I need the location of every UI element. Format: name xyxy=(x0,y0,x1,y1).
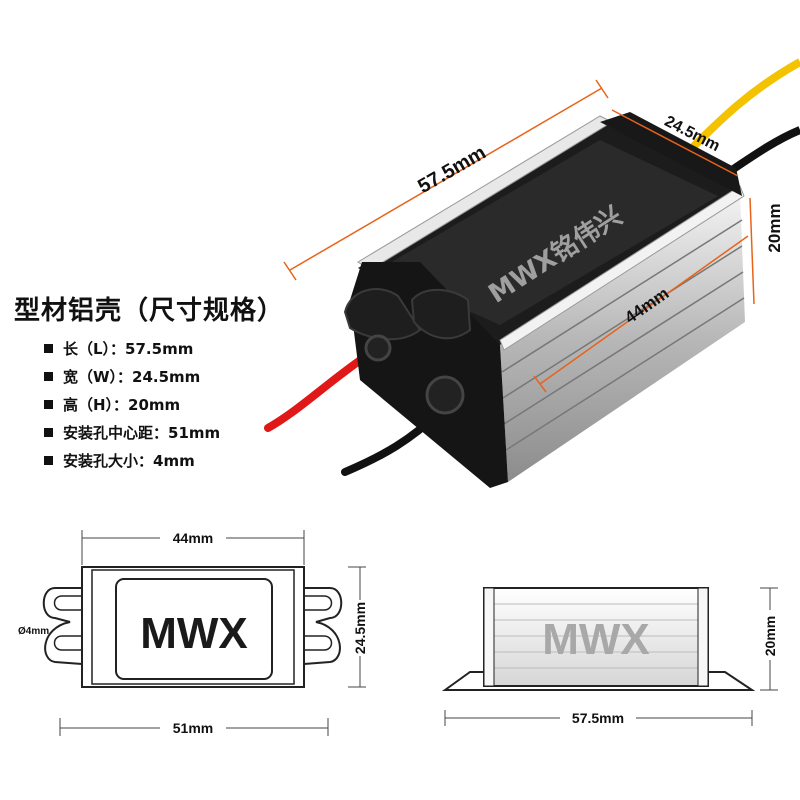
bullet-icon xyxy=(44,456,53,465)
spec-label: 高（H）：20mm xyxy=(63,396,181,414)
width-dimension-line xyxy=(611,109,739,177)
spec-item-hole-spacing: 安装孔中心距：51mm xyxy=(44,422,220,450)
spec-item-width: 宽（W）：24.5mm xyxy=(44,366,220,394)
yellow-wire xyxy=(687,58,800,153)
side-view-drawing: MWX xyxy=(441,587,756,691)
module-back-cap xyxy=(600,112,742,196)
spec-item-length: 长（L）：57.5mm xyxy=(44,338,220,366)
spec-label: 宽（W）：24.5mm xyxy=(63,368,201,386)
spec-label: 安装孔中心距：51mm xyxy=(63,424,221,442)
top-view-bottom-dim: 51mm xyxy=(173,720,213,736)
length-dimension-line xyxy=(289,87,603,271)
height-dimension-line xyxy=(749,197,755,305)
page-title: 型材铝壳（尺寸规格） xyxy=(14,296,285,326)
module-photo xyxy=(343,112,745,488)
top-view-label-panel xyxy=(115,578,273,680)
spec-item-hole-size: 安装孔大小：4mm xyxy=(44,450,220,478)
spec-list: 长（L）：57.5mm 宽（W）：24.5mm 高（H）：20mm 安装孔中心距… xyxy=(44,338,220,478)
spec-label: 安装孔大小：4mm xyxy=(63,452,195,470)
wire-grommet-red xyxy=(364,334,392,362)
photo-height-label: 20mm xyxy=(765,203,784,252)
wire-grommet-front xyxy=(425,375,465,415)
photo-dimensions xyxy=(283,79,755,393)
side-view-height-dim: 20mm xyxy=(762,616,778,656)
top-view-right-tabs xyxy=(303,587,343,665)
top-view-hole-dim: Ø4mm xyxy=(18,626,49,637)
inner-length-dimension-line xyxy=(539,235,749,385)
bullet-icon xyxy=(44,400,53,409)
side-view-length-dim: 57.5mm xyxy=(572,710,624,726)
bullet-icon xyxy=(44,372,53,381)
top-view-left-tabs xyxy=(42,587,83,665)
top-view-brand: MWX xyxy=(140,609,248,658)
bullet-icon xyxy=(44,344,53,353)
spec-label: 长（L）：57.5mm xyxy=(63,340,194,358)
top-view-top-dim: 44mm xyxy=(173,530,213,546)
top-view-drawing: MWX xyxy=(42,566,343,688)
top-view-side-dim: 24.5mm xyxy=(352,602,368,654)
bullet-icon xyxy=(44,428,53,437)
spec-item-height: 高（H）：20mm xyxy=(44,394,220,422)
mount-ear-right xyxy=(410,288,472,340)
module-side-face xyxy=(500,192,745,482)
red-wire xyxy=(264,348,376,432)
mount-ear-left xyxy=(343,288,422,341)
side-view-brand: MWX xyxy=(542,615,650,664)
